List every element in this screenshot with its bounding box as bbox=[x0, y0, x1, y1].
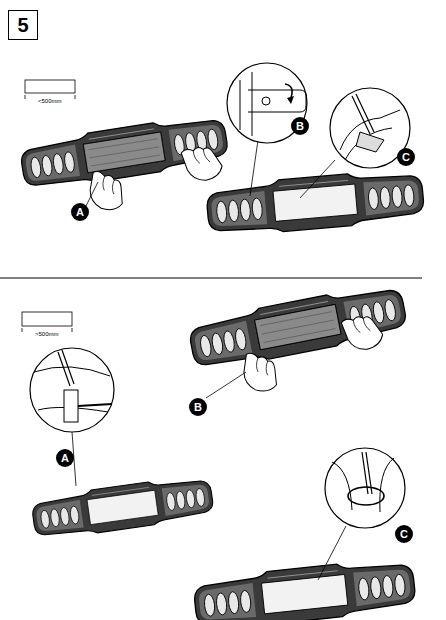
callout-letter: C bbox=[402, 152, 410, 163]
light-bar-c bbox=[192, 448, 416, 620]
dimension-icon bbox=[22, 80, 75, 332]
callout-disc bbox=[56, 117, 415, 543]
callout-letter: C bbox=[400, 529, 408, 540]
callout-letter: A bbox=[61, 453, 69, 464]
callout-letter: B bbox=[296, 121, 304, 132]
light-bar-a2 bbox=[30, 348, 215, 541]
light-bar-b bbox=[187, 281, 409, 398]
callout-letter: A bbox=[76, 207, 84, 218]
callout-letter: B bbox=[194, 402, 202, 413]
step-box: 5 bbox=[8, 10, 38, 40]
separator-line bbox=[0, 278, 422, 279]
light-bar-a bbox=[19, 112, 230, 212]
dimension-label: >500mm bbox=[35, 331, 59, 337]
step-number: 5 bbox=[17, 14, 28, 37]
dimension-label: <500mm bbox=[38, 98, 62, 104]
light-bar-bc bbox=[205, 63, 425, 238]
